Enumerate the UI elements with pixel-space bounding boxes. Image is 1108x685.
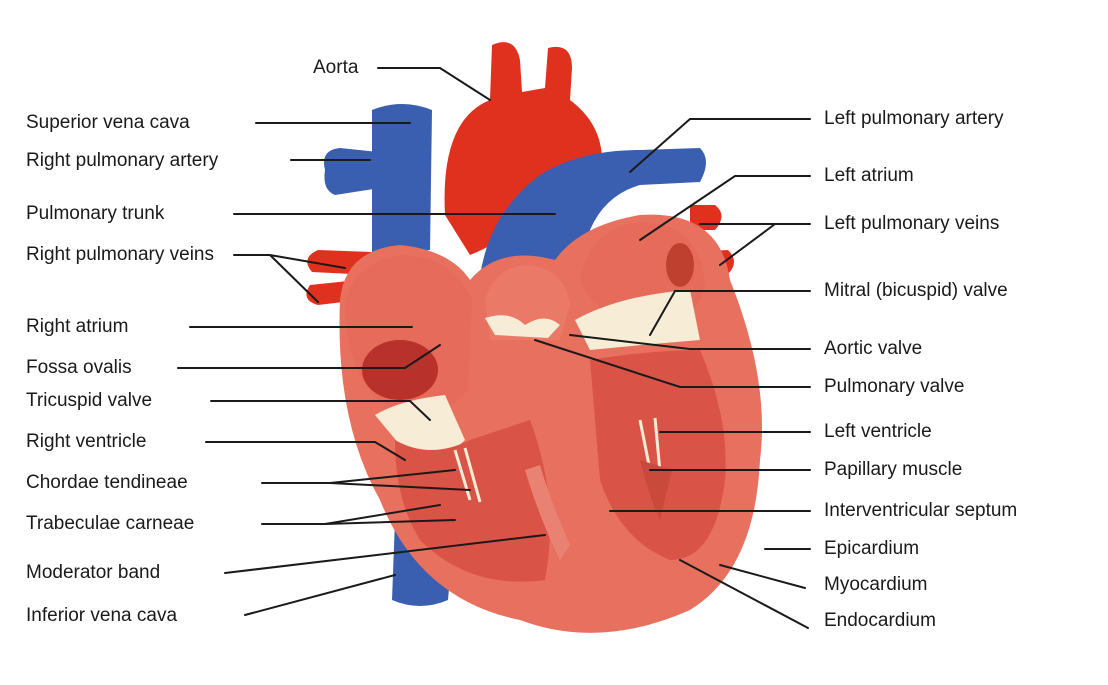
aortic-valve-shape xyxy=(485,315,560,338)
label-interventricular-septum: Interventricular septum xyxy=(824,500,1018,521)
label-aorta: Aorta xyxy=(313,57,359,78)
moderator-band-shape xyxy=(525,465,570,560)
chordae-shape xyxy=(453,417,662,503)
mitral-valve-shape xyxy=(575,290,700,350)
septum-shape xyxy=(540,360,590,590)
superior-vena-cava-shape xyxy=(372,104,432,255)
heart-illustration xyxy=(306,42,762,633)
label-left-atrium: Left atrium xyxy=(824,165,914,186)
fossa-ovalis-shape xyxy=(362,340,438,400)
label-aortic-valve: Aortic valve xyxy=(824,338,923,359)
label-right-ventricle: Right ventricle xyxy=(26,431,147,452)
label-chordae-tendineae: Chordae tendineae xyxy=(26,472,188,493)
label-right-atrium: Right atrium xyxy=(26,316,129,337)
papillary-muscle-shape xyxy=(640,460,672,520)
label-superior-vena-cava: Superior vena cava xyxy=(26,112,190,133)
leader-lines xyxy=(177,67,811,629)
label-right-pulmonary-artery: Right pulmonary artery xyxy=(26,150,219,171)
label-pulmonary-valve: Pulmonary valve xyxy=(824,376,965,397)
label-inferior-vena-cava: Inferior vena cava xyxy=(26,605,178,626)
label-left-pulmonary-veins: Left pulmonary veins xyxy=(824,213,1000,234)
label-trabeculae-carneae: Trabeculae carneae xyxy=(26,513,195,534)
label-tricuspid-valve: Tricuspid valve xyxy=(26,390,153,411)
right-ventricle-shape xyxy=(395,420,550,582)
label-left-pulmonary-artery: Left pulmonary artery xyxy=(824,108,1004,129)
label-fossa-ovalis: Fossa ovalis xyxy=(26,357,132,378)
label-mitral-valve: Mitral (bicuspid) valve xyxy=(824,280,1008,301)
label-myocardium: Myocardium xyxy=(824,574,928,595)
aorta-shape xyxy=(444,42,602,256)
label-right-pulmonary-veins: Right pulmonary veins xyxy=(26,244,214,265)
label-moderator-band: Moderator band xyxy=(26,562,161,583)
left-atrium-opening xyxy=(666,243,694,287)
label-endocardium: Endocardium xyxy=(824,610,936,631)
right-pulmonary-artery-shape xyxy=(324,148,380,195)
tricuspid-valve-shape xyxy=(375,395,465,454)
label-left-ventricle: Left ventricle xyxy=(824,421,932,442)
label-papillary-muscle: Papillary muscle xyxy=(824,459,963,480)
label-epicardium: Epicardium xyxy=(824,538,920,559)
label-pulmonary-trunk: Pulmonary trunk xyxy=(26,203,165,224)
